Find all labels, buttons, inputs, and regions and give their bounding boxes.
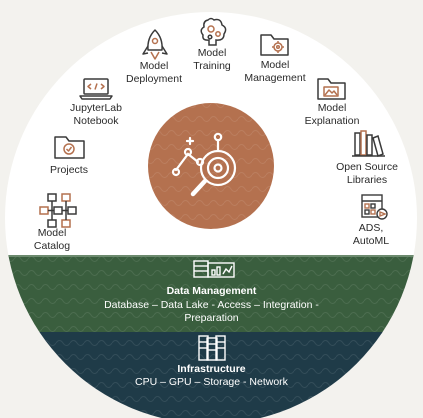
label-model-catalog: Model Catalog	[33, 227, 71, 252]
data-dashboard-icon	[193, 260, 235, 278]
label-model-explanation: Model Explanation	[304, 102, 360, 127]
label-open-source-libraries: Open Source Libraries	[336, 161, 398, 186]
analytics-magnifier-icon	[171, 132, 237, 197]
hierarchy-icon	[39, 193, 77, 228]
data-management-title: Data Management	[166, 285, 257, 297]
label-ads-automl: ADS, AutoML	[352, 222, 390, 247]
folder-chart-icon	[317, 78, 346, 100]
data-management-line-1: Database – Data Lake - Access – Integrat…	[104, 299, 319, 311]
laptop-code-icon	[79, 78, 113, 100]
folder-gear-icon	[260, 34, 289, 56]
infrastructure-line-1: CPU – GPU – Storage - Network	[135, 376, 288, 388]
label-jupyterlab-notebook: JupyterLab Notebook	[70, 102, 122, 127]
infrastructure-title: Infrastructure	[177, 363, 246, 375]
folder-check-icon	[54, 136, 85, 159]
label-model-management: Model Management	[244, 59, 306, 84]
automl-icon	[361, 194, 388, 220]
data-management-line-2: Preparation	[184, 312, 239, 324]
label-model-deployment: Model Deployment	[125, 60, 183, 85]
server-rack-icon	[198, 335, 226, 361]
books-icon	[352, 130, 385, 158]
center-disc	[148, 103, 274, 229]
label-model-training: Model Training	[193, 47, 231, 72]
rocket-icon	[142, 29, 168, 60]
brain-gear-icon	[200, 17, 227, 46]
label-projects: Projects	[50, 164, 88, 176]
